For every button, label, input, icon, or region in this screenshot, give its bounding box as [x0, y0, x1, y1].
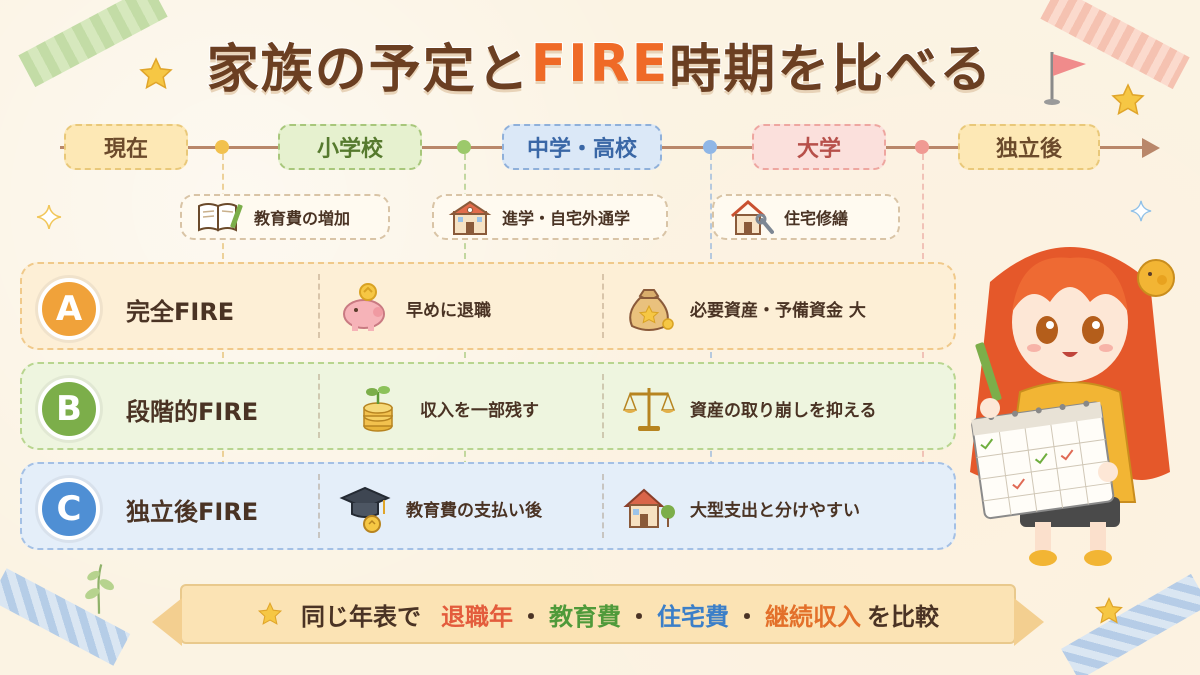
- title-part-3: 時期を比べる: [668, 39, 994, 101]
- banner-item-housing-cost: 住宅費: [657, 602, 729, 631]
- event-school-advancement: 進学・自宅外通学: [432, 194, 668, 240]
- star-icon: [1095, 597, 1123, 624]
- banner-separator: ・: [735, 602, 759, 631]
- leaf-sprig-icon: [85, 564, 114, 614]
- timeline-guide: [464, 154, 466, 546]
- scenario-cell: 必要資産・予備資金 大: [622, 282, 866, 334]
- star-icon: [1111, 83, 1145, 116]
- banner-item-education-cost: 教育費: [549, 602, 621, 631]
- scenario-cell-text: 大型支出と分けやすい: [690, 500, 860, 521]
- house-icon: [623, 488, 675, 528]
- timeline-dot: [703, 140, 717, 154]
- scenario-row-c: C 独立後FIRE 教育費の支払い後 大型支出と分けやすい: [20, 462, 956, 550]
- timeline-guide: [222, 154, 224, 546]
- scenario-label: 段階的FIRE: [126, 398, 259, 426]
- sparkle-icon: [1130, 200, 1152, 222]
- scenario-cell: 教育費の支払い後: [338, 482, 542, 534]
- banner-prefix: 同じ年表で: [301, 602, 421, 631]
- timeline-dot: [457, 140, 471, 154]
- stage-middle-high: 中学・高校: [502, 124, 662, 170]
- coin-sprout-icon: [363, 386, 393, 432]
- star-icon: [139, 57, 173, 90]
- event-label: 住宅修繕: [784, 209, 849, 228]
- timeline-dot: [915, 140, 929, 154]
- piggy-bank-icon: [343, 283, 385, 331]
- summary-banner: 同じ年表で 退職年 ・ 教育費 ・ 住宅費 ・ 継続収入 を比較: [152, 584, 1044, 646]
- scenario-badge: B: [38, 378, 100, 440]
- scenario-cell: 大型支出と分けやすい: [622, 482, 860, 534]
- banner-separator: ・: [627, 602, 651, 631]
- scenario-cell-text: 早めに退職: [406, 300, 491, 321]
- star-icon: [257, 601, 283, 625]
- timeline-dot: [215, 140, 229, 154]
- banner-item-continued-income: 継続収入: [765, 602, 861, 631]
- scenario-cell-text: 資産の取り崩しを抑える: [690, 400, 877, 421]
- scenario-badge: A: [38, 278, 100, 340]
- flag-icon: [1044, 52, 1086, 105]
- book-pencil-icon: [198, 203, 243, 232]
- character-illustration: [970, 247, 1175, 566]
- stage-elementary: 小学校: [278, 124, 422, 170]
- stage-now: 現在: [64, 124, 188, 170]
- event-label: 進学・自宅外通学: [502, 209, 631, 228]
- money-bag-icon: [629, 289, 674, 331]
- scenario-cell-text: 教育費の支払い後: [406, 500, 542, 521]
- page-title: 家族の予定と FIRE 時期を比べる: [175, 24, 1025, 104]
- event-label: 教育費の増加: [254, 209, 351, 228]
- title-part-1: 家族の予定と: [206, 39, 531, 101]
- house-wrench-icon: [731, 200, 774, 235]
- graduation-cap-icon: [339, 486, 391, 533]
- scenario-cell-text: 収入を一部残す: [420, 400, 539, 421]
- scenario-row-b: B 段階的FIRE 収入を一部残す 資産の取り崩しを抑える: [20, 362, 956, 450]
- scenario-cell: 早めに退職: [338, 282, 491, 334]
- timeline-guide: [922, 154, 924, 546]
- scenario-cell: 収入を一部残す: [352, 382, 539, 434]
- scenario-badge: C: [38, 478, 100, 540]
- sparkle-icon: [36, 204, 62, 230]
- event-education-cost: 教育費の増加: [180, 194, 390, 240]
- timeline-arrow: [1142, 138, 1160, 158]
- event-house-repair: 住宅修繕: [712, 194, 900, 240]
- scenario-label: 完全FIRE: [126, 298, 235, 326]
- scenario-row-a: A 完全FIRE 早めに退職 必要資産・予備資金 大: [20, 262, 956, 350]
- banner-item-retirement-year: 退職年: [441, 602, 513, 631]
- balance-scale-icon: [622, 388, 676, 431]
- stage-independence: 独立後: [958, 124, 1100, 170]
- banner-separator: ・: [519, 602, 543, 631]
- scenario-label: 独立後FIRE: [126, 498, 259, 526]
- scenario-cell-text: 必要資産・予備資金 大: [690, 300, 866, 321]
- scenario-cell: 資産の取り崩しを抑える: [622, 382, 877, 434]
- school-building-icon: [448, 200, 492, 235]
- banner-suffix: を比較: [867, 602, 939, 631]
- title-part-2: FIRE: [530, 33, 670, 95]
- stage-university: 大学: [752, 124, 886, 170]
- timeline-guide: [710, 154, 712, 546]
